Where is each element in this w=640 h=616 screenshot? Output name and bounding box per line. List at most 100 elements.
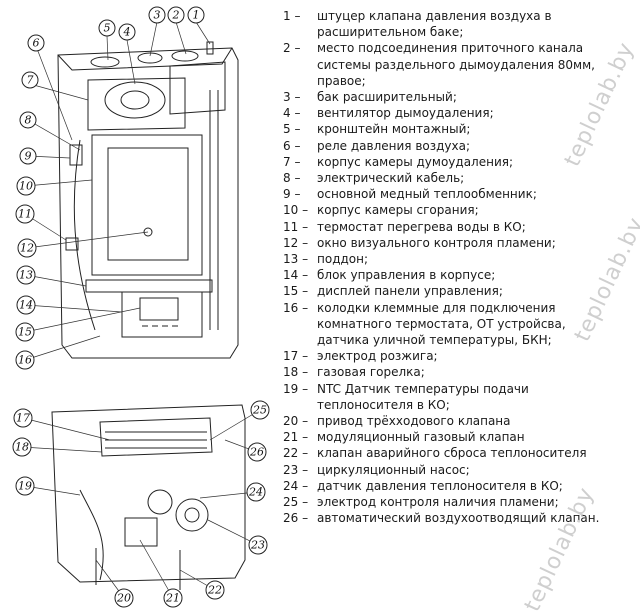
callouts-top: 1 2 3 4 5 6 7 8 9 10 11 12 13 14 15 16 (15, 6, 205, 370)
callout-21: 21 (163, 588, 183, 608)
svg-text:23: 23 (250, 539, 265, 552)
callout-13: 13 (16, 265, 36, 285)
electric-cable (73, 139, 96, 331)
callout-17: 17 (13, 408, 33, 428)
legend-item: 8 –электрический кабель; (283, 171, 465, 186)
supply-pipe (79, 489, 104, 581)
legend-item: 6 –реле давления воздуха; (283, 138, 471, 153)
legend-item: 11 –термостат перегрева воды в КО; (283, 219, 526, 234)
fan-hub (120, 90, 150, 110)
legend-item: 2 –место подсоединения приточного канала… (283, 41, 595, 88)
legend-item: 12 –окно визуального контроля пламени; (283, 235, 556, 250)
svg-text:19: 19 (18, 480, 32, 493)
tray (85, 279, 213, 293)
svg-text:20: 20 (116, 592, 131, 605)
gas-valve (124, 517, 158, 547)
legend-item: 16 –колодки клеммные для подключения ком… (283, 300, 566, 348)
flue-outlet-center (137, 52, 163, 64)
callout-11: 11 (15, 204, 35, 224)
svg-text:14: 14 (19, 299, 33, 312)
svg-text:21: 21 (165, 592, 180, 605)
control-display (139, 297, 179, 321)
svg-text:15: 15 (18, 326, 32, 339)
boiler-case-lower (51, 404, 246, 583)
legend-list: 1 –штуцер клапана давления воздуха в рас… (283, 8, 618, 527)
svg-text:6: 6 (33, 37, 40, 50)
burner-ribs (105, 431, 207, 449)
pump-hub (184, 507, 200, 523)
pipe-right (209, 90, 219, 330)
callout-1: 1 (187, 6, 205, 24)
legend-item: 3 –бак расширительный; (283, 90, 457, 105)
air-pressure-relay (69, 144, 83, 166)
callout-8: 8 (19, 111, 37, 129)
legend-item: 19 –NTC Датчик температуры подачи теплон… (283, 381, 529, 412)
case-top-edge (57, 47, 233, 71)
svg-text:22: 22 (207, 584, 222, 597)
outlet-pipes (95, 548, 181, 590)
legend-item: 22 –клапан аварийного сброса теплоносите… (283, 446, 587, 461)
expansion-tank (169, 61, 226, 115)
callout-10: 10 (16, 176, 36, 196)
overheat-thermostat (65, 237, 79, 251)
callout-26: 26 (247, 442, 267, 462)
callout-2: 2 (167, 6, 185, 24)
svg-text:18: 18 (15, 441, 29, 454)
flame-window (143, 227, 153, 237)
legend-item: 20 –привод трёхходового клапана (283, 414, 511, 429)
legend-item: 10 –корпус камеры сгорания; (283, 203, 479, 218)
legend-item: 18 –газовая горелка; (283, 365, 425, 380)
callout-18: 18 (12, 437, 32, 457)
boiler-diagram: 1 2 3 4 5 6 7 8 9 10 11 12 13 14 15 16 1… (12, 6, 270, 608)
callout-19: 19 (15, 476, 35, 496)
fan (104, 81, 166, 119)
svg-text:2: 2 (172, 9, 180, 22)
control-unit (121, 291, 203, 338)
legend-item: 21 –модуляционный газовый клапан (283, 430, 525, 445)
callout-12: 12 (17, 238, 37, 258)
legend-item: 24 –датчик давления теплоносителя в КО; (283, 478, 563, 493)
legend-item: 9 –основной медный теплообменник; (283, 187, 537, 202)
svg-text:7: 7 (27, 74, 34, 87)
svg-text:25: 25 (252, 404, 267, 417)
legend-item: 14 –блок управления в корпусе; (283, 268, 496, 283)
svg-text:12: 12 (20, 242, 34, 255)
flue-outlet-left (90, 56, 120, 68)
callout-16: 16 (15, 350, 35, 370)
callout-25: 25 (250, 400, 270, 420)
legend-item: 17 –электрод розжига; (283, 349, 438, 364)
svg-text:16: 16 (18, 354, 32, 367)
callout-4: 4 (118, 23, 136, 41)
svg-text:9: 9 (25, 150, 32, 163)
callout-6: 6 (27, 34, 45, 52)
callout-20: 20 (114, 588, 134, 608)
callout-7: 7 (21, 71, 39, 89)
three-way-valve-drive (147, 489, 173, 515)
svg-text:8: 8 (25, 114, 32, 127)
legend-item: 7 –корпус камеры думоудаления; (283, 154, 514, 169)
combustion-chamber (91, 134, 203, 276)
svg-text:26: 26 (249, 446, 264, 459)
callout-22: 22 (205, 580, 225, 600)
boiler-case (57, 47, 239, 359)
legend-item: 4 –вентилятор дымоудаления; (283, 106, 494, 121)
flue-chamber (87, 77, 186, 131)
callout-14: 14 (16, 295, 36, 315)
legend-item: 15 –дисплей панели управления; (283, 284, 503, 299)
callouts-bottom: 17 18 19 20 21 22 23 24 25 26 (12, 400, 270, 608)
callout-3: 3 (148, 6, 166, 24)
legend-item: 23 –циркуляционный насос; (283, 462, 470, 477)
chamber-front-panel (107, 147, 189, 261)
air-valve-fitting (206, 41, 214, 55)
callout-5: 5 (98, 19, 116, 37)
legend-item: 5 –кронштейн монтажный; (283, 122, 471, 137)
gas-burner (99, 417, 213, 457)
legend-item: 26 –автоматический воздухоотводящий клап… (283, 511, 600, 526)
svg-text:24: 24 (248, 486, 263, 499)
callout-24: 24 (246, 482, 266, 502)
callout-23: 23 (248, 535, 268, 555)
callout-15: 15 (15, 322, 35, 342)
svg-text:13: 13 (19, 269, 33, 282)
circulation-pump (175, 498, 209, 532)
air-inlet-right (171, 50, 199, 62)
